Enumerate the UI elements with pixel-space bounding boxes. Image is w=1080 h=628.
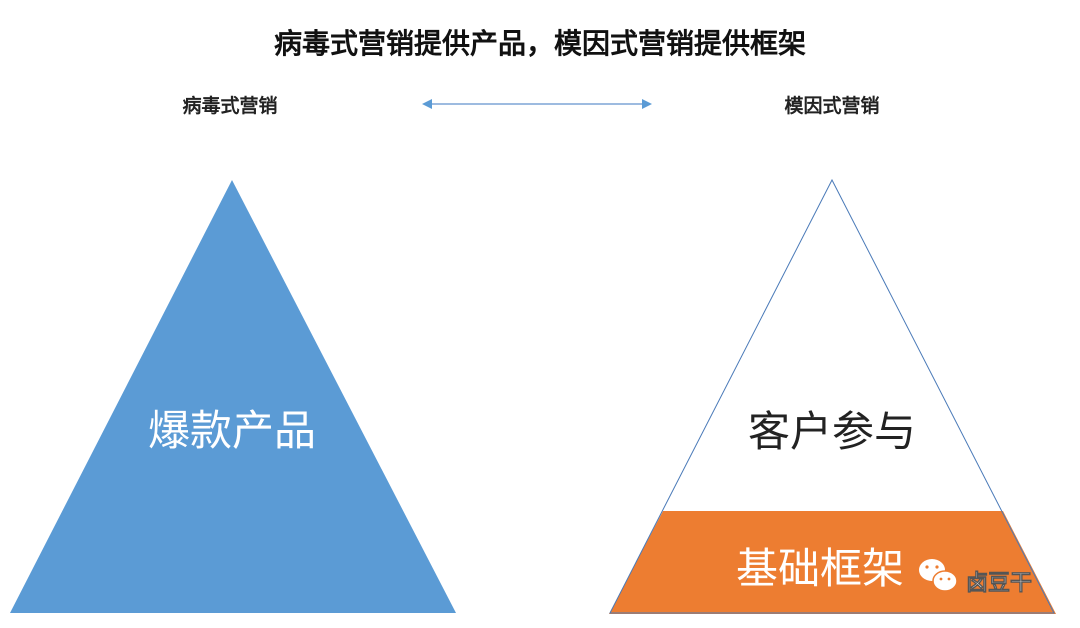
right-triangle-outline	[609, 178, 1055, 614]
diagram-title: 病毒式营销提供产品，模因式营销提供框架	[274, 27, 806, 60]
watermark-text: 卤豆干	[966, 570, 1032, 596]
right-label: 模因式营销	[784, 94, 879, 117]
right-top-text: 客户参与	[748, 407, 916, 456]
right-base-text: 基础框架	[736, 544, 904, 593]
wechat-icon	[919, 559, 958, 592]
left-triangle	[10, 180, 456, 613]
left-triangle-text: 爆款产品	[148, 406, 316, 455]
left-label: 病毒式营销	[182, 94, 277, 117]
